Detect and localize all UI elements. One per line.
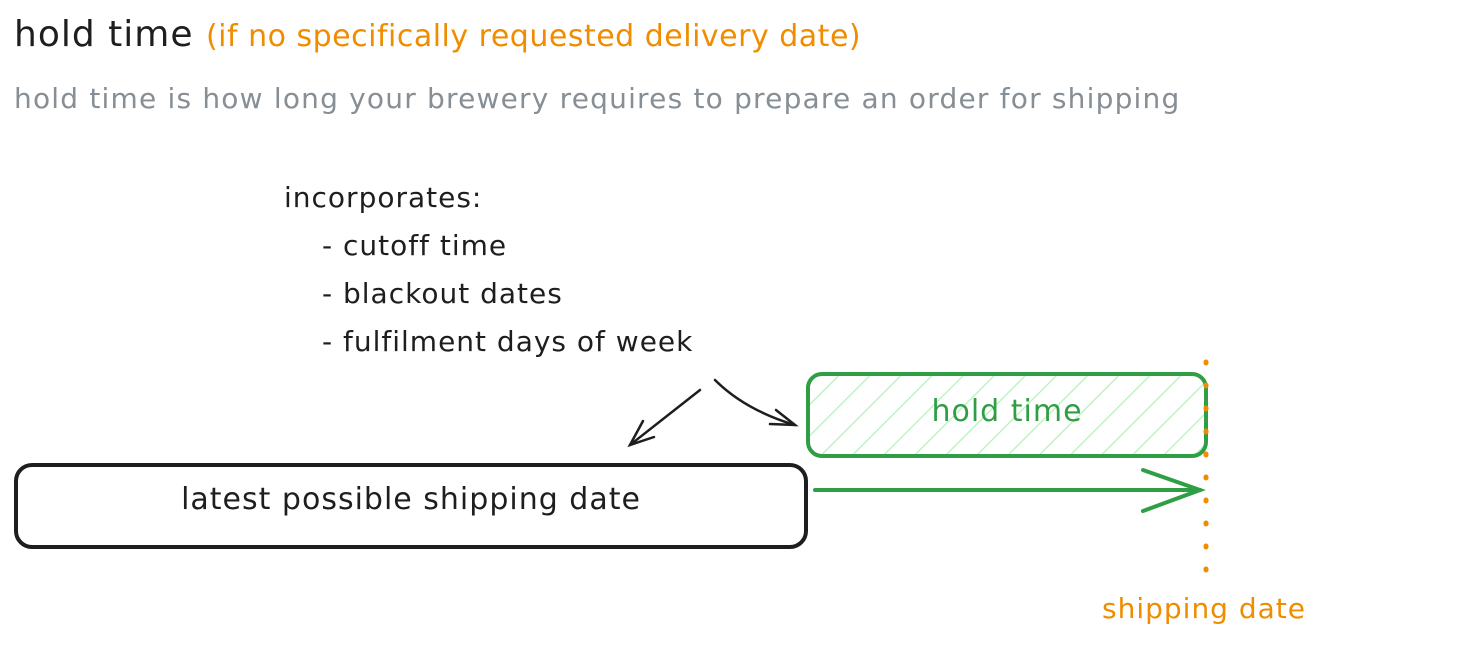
incorporates-list: incorporates: - cutoff time - blackout d… bbox=[284, 174, 693, 366]
shipping-date-label: shipping date bbox=[1102, 592, 1306, 625]
list-item: - cutoff time bbox=[322, 229, 508, 262]
arrow-to-latest bbox=[627, 388, 702, 448]
list-item: - blackout dates bbox=[322, 277, 563, 310]
incorporates-heading: incorporates: bbox=[284, 181, 483, 214]
list-item: - fulfilment days of week bbox=[322, 325, 694, 358]
title-note: (if no specifically requested delivery d… bbox=[205, 19, 862, 54]
hold-time-label: hold time bbox=[931, 394, 1083, 429]
green-arrow bbox=[813, 468, 1206, 513]
subtitle: hold time is how long your brewery requi… bbox=[14, 82, 1181, 115]
latest-shipping-date-label: latest possible shipping date bbox=[181, 482, 641, 517]
arrow-to-hold bbox=[713, 378, 799, 427]
hold-time-box bbox=[806, 372, 1208, 458]
page-title: hold time (if no specifically requested … bbox=[14, 14, 861, 55]
title-main: hold time bbox=[14, 14, 194, 55]
latest-shipping-date-box bbox=[14, 463, 808, 549]
